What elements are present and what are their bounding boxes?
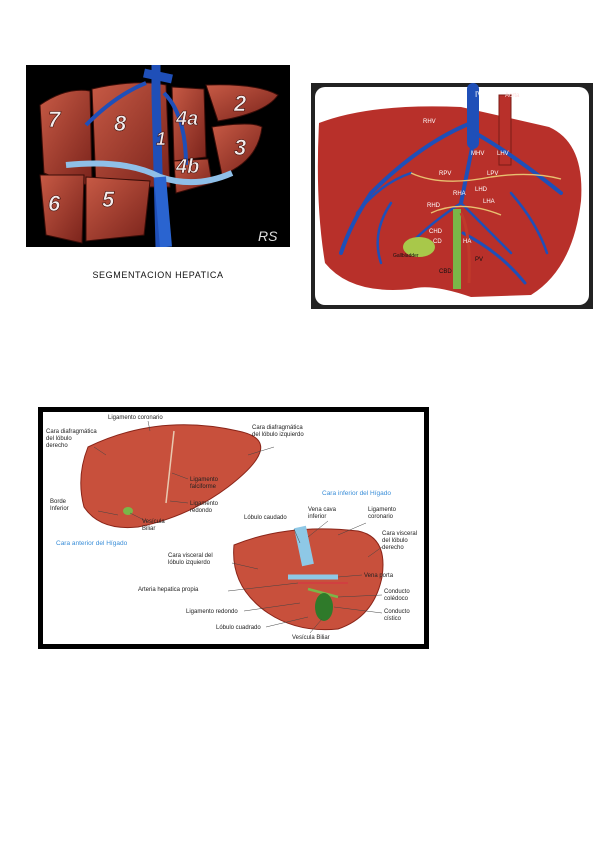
segment-label: 6	[48, 191, 61, 216]
vessel-label: Aorta	[505, 93, 520, 99]
anatomy-label: derecho	[46, 443, 68, 449]
anatomy-label: derecho	[382, 545, 404, 551]
anatomy-label: Vena cava	[308, 507, 337, 513]
anatomy-label: Ligamento coronario	[108, 415, 163, 421]
anatomy-label: Lóbulo caudado	[244, 515, 287, 521]
vessel-label: CD	[433, 239, 442, 245]
anatomy-label: Cara visceral	[382, 531, 417, 537]
liver-faces-figure: Ligamento coronario Cara diafragmática d…	[38, 407, 429, 649]
anatomy-label: Borde	[50, 499, 67, 505]
anatomy-label: Cara diafragmática	[252, 425, 303, 431]
anatomy-label: Ligamento	[368, 507, 397, 513]
vessel-label: CBD	[439, 269, 452, 275]
vessel-label: LHV	[497, 151, 509, 157]
vessel-label: RHA	[453, 191, 466, 197]
anatomy-label: Arteria hepatica propia	[138, 587, 199, 593]
anatomy-label: Conducto	[384, 589, 410, 595]
anatomy-label: Vesícula	[142, 519, 165, 525]
liver-faces-illustration: Ligamento coronario Cara diafragmática d…	[43, 412, 424, 644]
anatomy-label: Cara visceral del	[168, 553, 213, 559]
vessel-label: LHD	[475, 187, 488, 193]
segment-label: 3	[234, 135, 246, 160]
vessel-label: LPV	[487, 171, 498, 177]
vascular-illustration: IVC Aorta RHV MHV LHV RPV LPV RHA LHA RH…	[315, 83, 589, 305]
segment-label: 1	[156, 129, 166, 149]
anatomy-label: colédoco	[384, 596, 409, 602]
anatomy-label: del lóbulo izquierdo	[252, 432, 304, 438]
anatomy-label: Conducto	[384, 609, 410, 615]
anatomy-label: Ligamento	[190, 477, 219, 483]
anatomy-label: del lóbulo	[382, 538, 408, 544]
vessel-label: LHA	[483, 199, 495, 205]
vessel-label: RPV	[439, 171, 451, 177]
figure-caption: SEGMENTACION HEPATICA	[92, 270, 224, 280]
inferior-view-title: Cara inferior del Hígado	[322, 490, 391, 497]
vessel-label: RHD	[427, 203, 441, 209]
artist-signature: RS	[258, 228, 278, 244]
anatomy-label: inferior	[308, 514, 326, 520]
anatomy-label: Ligamento	[190, 501, 219, 507]
anatomy-label: Vesícula Biliar	[292, 635, 330, 641]
anatomy-label: redondo	[190, 508, 213, 514]
anatomy-label: lóbulo izquierdo	[168, 560, 211, 566]
anatomy-label: Vena porta	[364, 573, 394, 579]
segment-label: 4a	[175, 108, 198, 130]
anatomy-label: del lóbulo	[46, 436, 72, 442]
anatomy-label: coronario	[368, 514, 394, 520]
anterior-view-title: Cara anterior del Hígado	[56, 540, 128, 547]
anatomy-label: Lóbulo cuadrado	[216, 625, 261, 631]
anatomy-label: Cara diafragmática	[46, 429, 97, 435]
segment-label: 5	[102, 187, 115, 212]
segment-label: 7	[48, 107, 62, 132]
vessel-label: CHD	[429, 229, 443, 235]
vessel-label: Gallbladder	[393, 253, 419, 259]
vessel-label: PV	[475, 257, 483, 263]
vessel-label: HA	[463, 239, 471, 245]
segment-label: 4b	[175, 156, 199, 178]
segmentation-figure: 7 8 1 4a 2 3 4b 6 5 RS	[26, 65, 290, 247]
segment-label: 2	[233, 91, 247, 116]
anatomy-label: cístico	[384, 616, 402, 622]
vessel-label: RHV	[423, 119, 436, 125]
vessel-label: MHV	[471, 151, 484, 157]
segment-label: 8	[114, 111, 127, 136]
anatomy-label: Inferior	[50, 506, 69, 512]
anatomy-label: Biliar	[142, 526, 155, 532]
anatomy-label: Ligamento redondo	[186, 609, 238, 615]
anatomy-label: falciforme	[190, 484, 217, 490]
vascular-figure: IVC Aorta RHV MHV LHV RPV LPV RHA LHA RH…	[311, 83, 593, 309]
segmentation-illustration: 7 8 1 4a 2 3 4b 6 5 RS	[39, 65, 279, 247]
vessel-label: IVC	[475, 90, 489, 99]
